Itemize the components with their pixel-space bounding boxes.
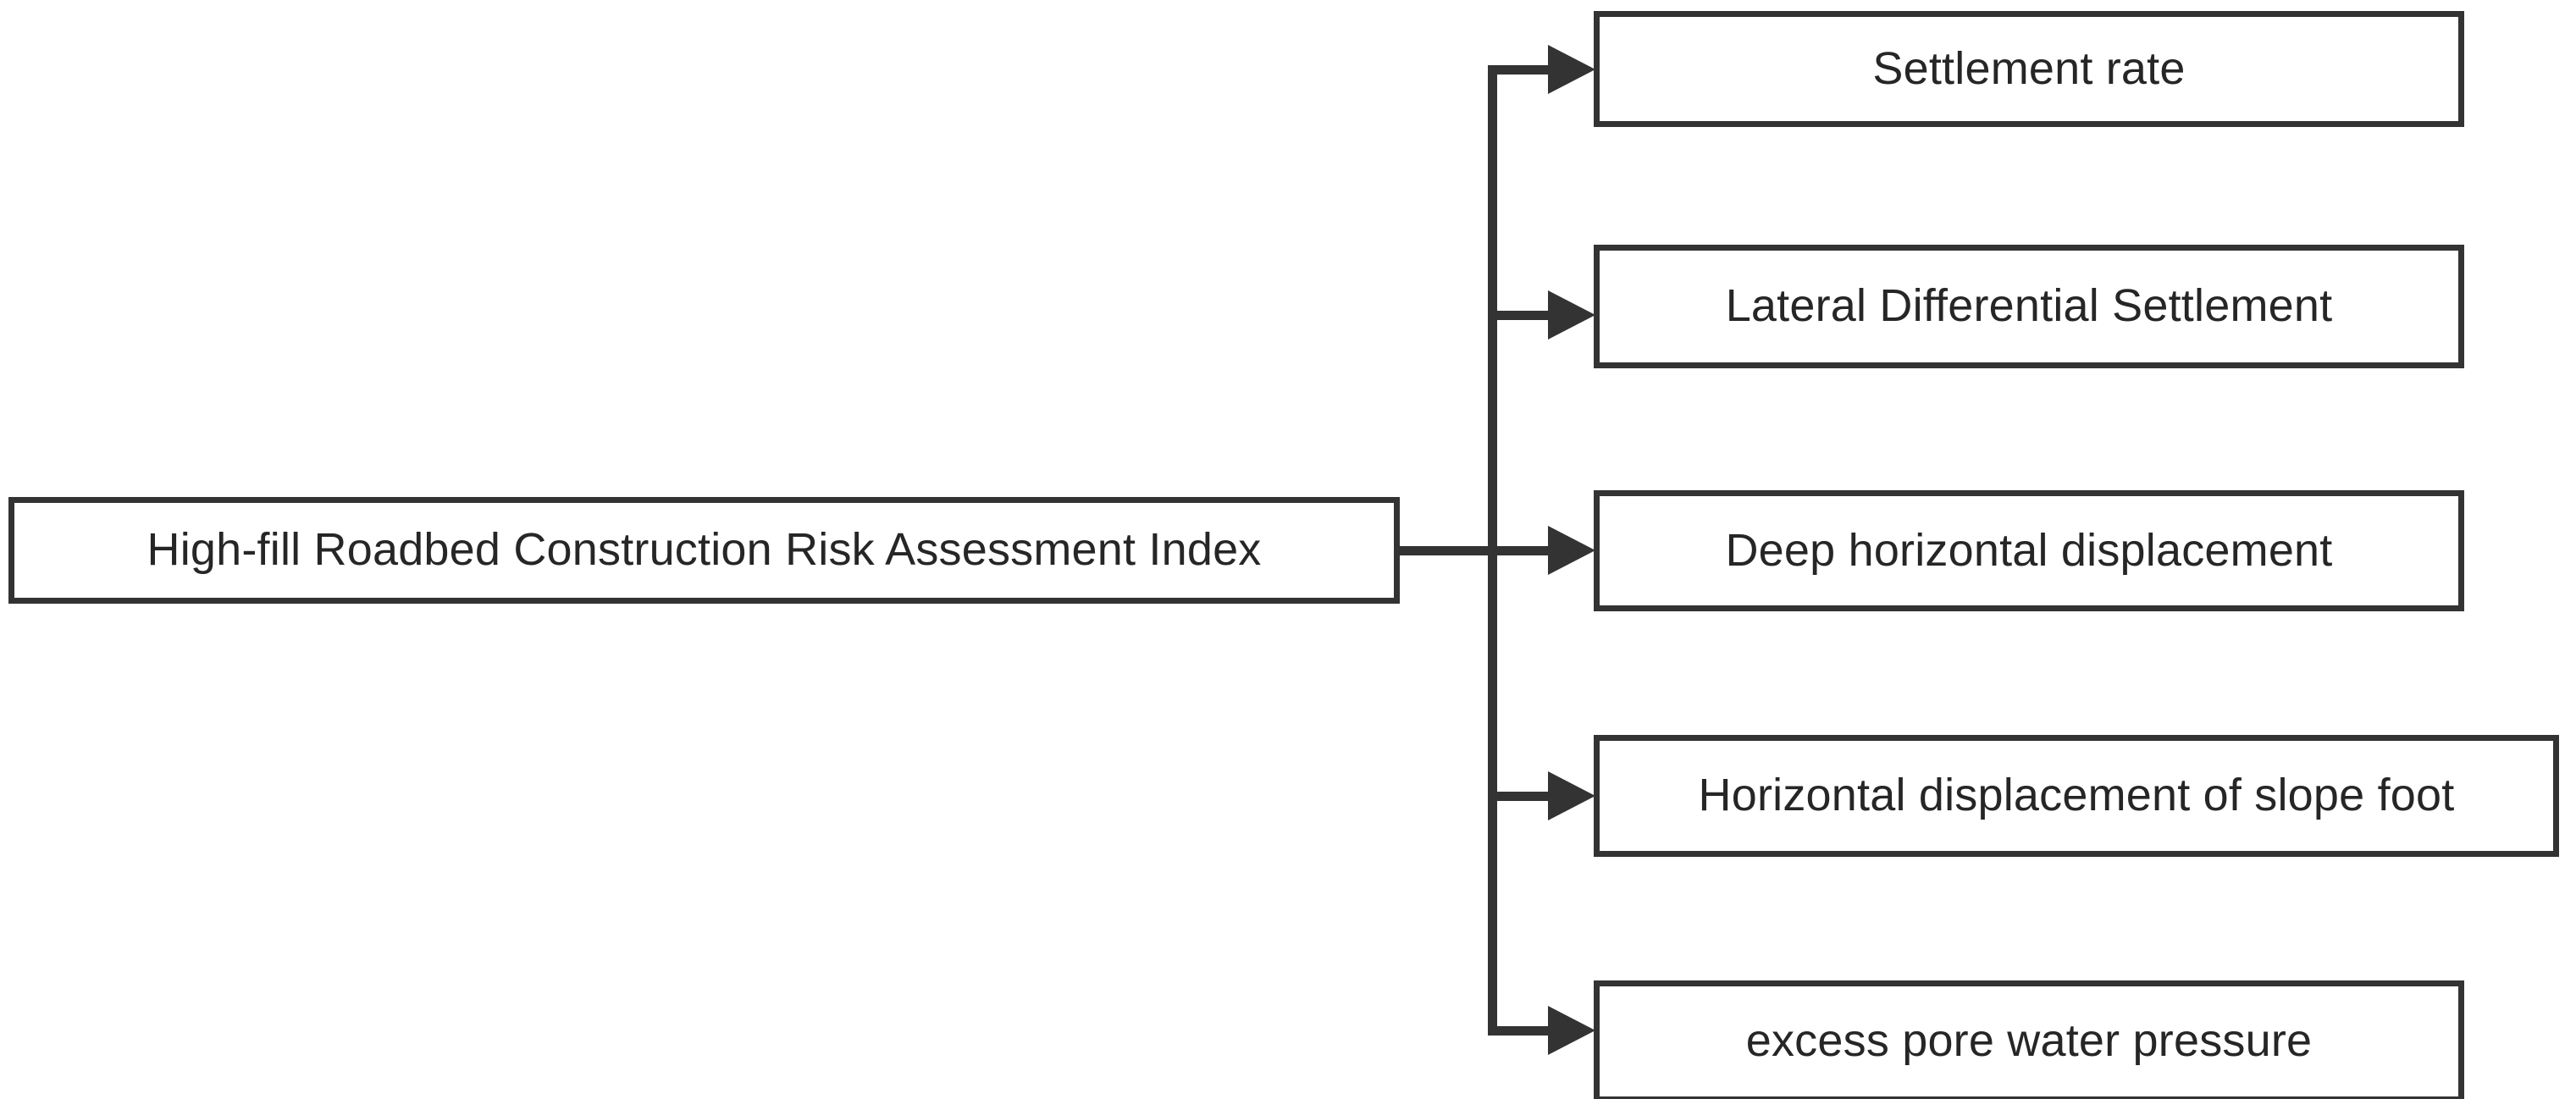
root-node[interactable]: High-fill Roadbed Construction Risk Asse… xyxy=(8,497,1400,604)
arrow-head-icon-2 xyxy=(1548,290,1595,340)
arrow-head-icon-4 xyxy=(1548,771,1595,820)
branch-line-1 xyxy=(1488,65,1554,75)
branch-node-label-1: Settlement rate xyxy=(1872,42,2186,94)
arrow-head-icon-5 xyxy=(1548,1006,1595,1055)
branch-node-label-3: Deep horizontal displacement xyxy=(1725,524,2333,576)
branch-node-label-5: excess pore water pressure xyxy=(1745,1015,2313,1067)
branch-node-label-2: Lateral Differential Settlement xyxy=(1725,280,2333,332)
arrow-head-icon-3 xyxy=(1548,526,1595,575)
branch-node-deep-horizontal-displacement[interactable]: Deep horizontal displacement xyxy=(1594,490,2464,611)
arrow-head-icon-1 xyxy=(1548,45,1595,94)
root-stem-line xyxy=(1397,546,1495,555)
branch-node-settlement-rate[interactable]: Settlement rate xyxy=(1594,11,2464,127)
branch-node-label-4: Horizontal displacement of slope foot xyxy=(1698,770,2455,821)
branch-line-5 xyxy=(1488,1026,1554,1035)
branch-node-excess-pore-water-pressure[interactable]: excess pore water pressure xyxy=(1594,980,2464,1099)
root-node-label: High-fill Roadbed Construction Risk Asse… xyxy=(146,524,1262,576)
branch-node-horizontal-displacement-of-slope-foot[interactable]: Horizontal displacement of slope foot xyxy=(1594,735,2559,857)
branch-line-4 xyxy=(1488,792,1554,801)
branch-line-3 xyxy=(1488,546,1554,555)
branch-line-2 xyxy=(1488,311,1554,320)
branch-node-lateral-differential-settlement[interactable]: Lateral Differential Settlement xyxy=(1594,245,2464,368)
